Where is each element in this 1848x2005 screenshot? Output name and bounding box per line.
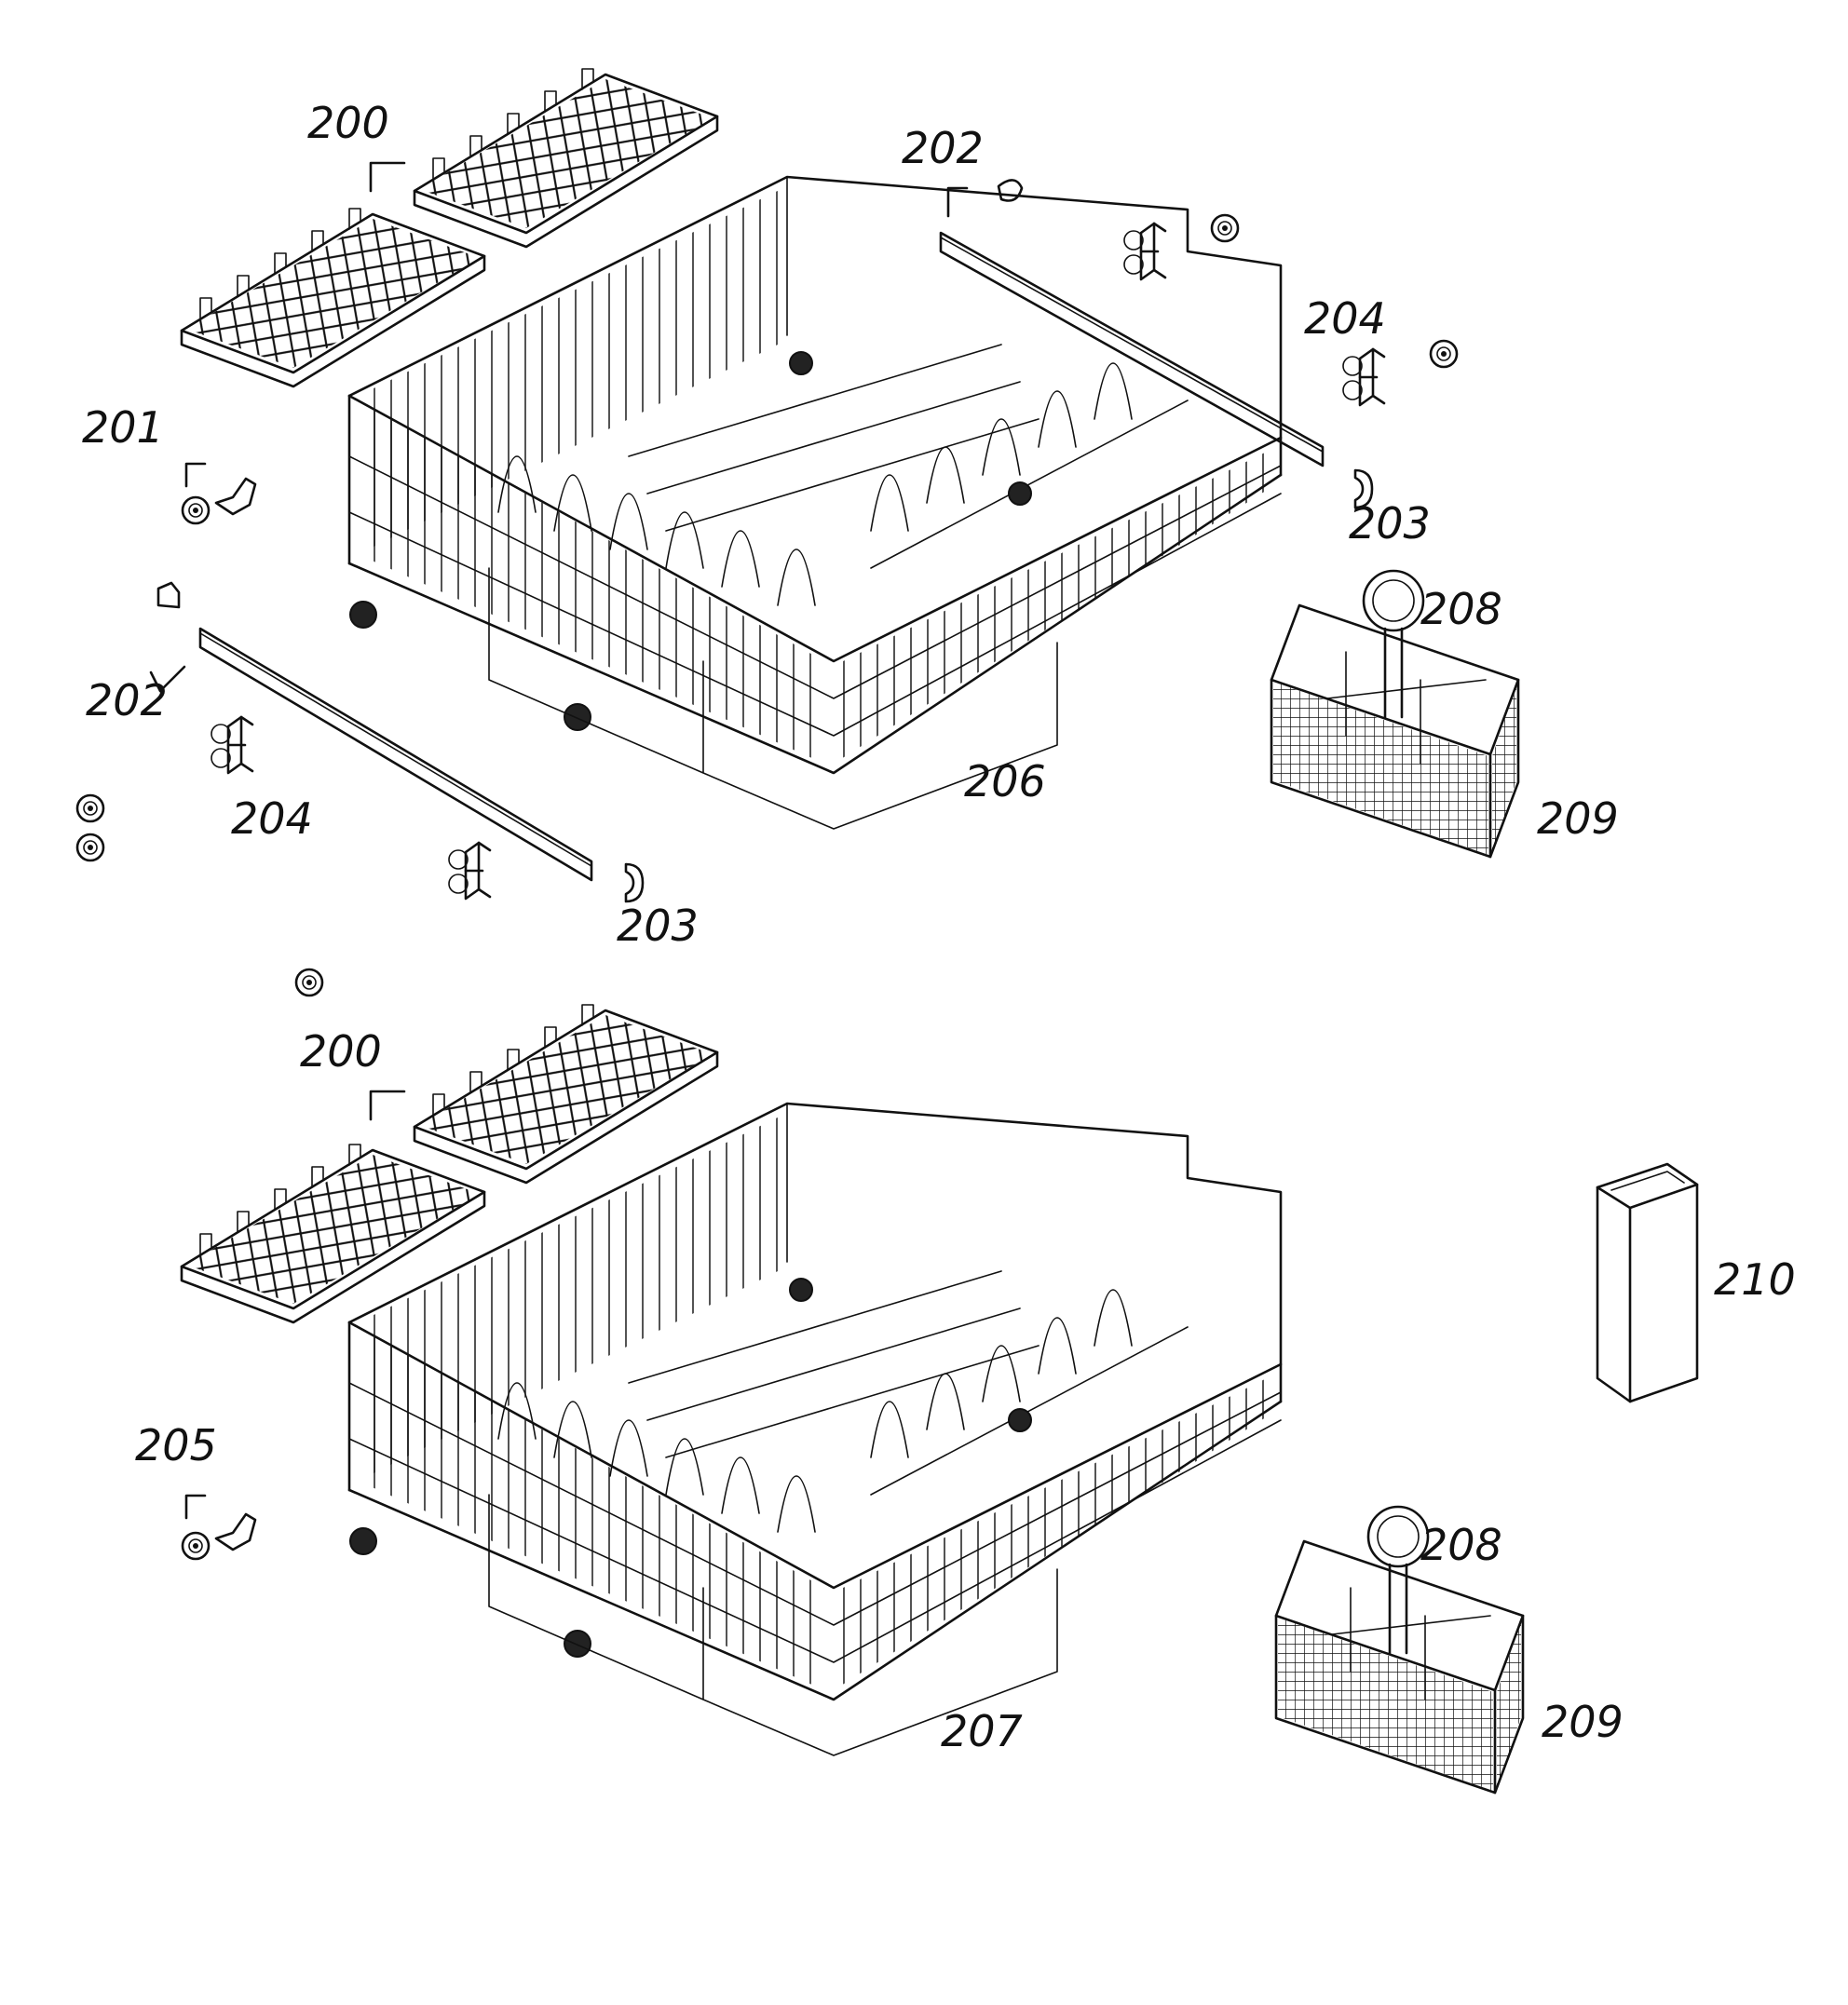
roller-wheel (75, 793, 105, 823)
lower-rack-assembly (180, 1003, 1699, 1795)
label-203-right: 203 (1349, 498, 1431, 549)
end-cap-203a (1353, 468, 1374, 509)
mesh-tray-right (413, 1003, 719, 1185)
label-202-upper: 202 (902, 123, 984, 173)
roller-wheel (1429, 339, 1459, 369)
label-201: 201 (82, 402, 164, 453)
leader-mark (946, 186, 969, 218)
label-209-lower: 209 (1542, 1697, 1624, 1747)
label-208-lower: 208 (1420, 1520, 1502, 1570)
roller-wheel (75, 833, 105, 862)
label-208-upper: 208 (1420, 584, 1502, 634)
label-202-lower: 202 (86, 675, 168, 725)
label-200-upper: 200 (307, 98, 389, 148)
dish-rack-207 (347, 1102, 1283, 1757)
mesh-tray-right (413, 67, 719, 249)
leader-mark (369, 161, 406, 193)
label-204-left: 204 (231, 793, 313, 844)
end-cap-203b (624, 862, 645, 903)
label-209-upper: 209 (1537, 793, 1619, 844)
roller-wheel (294, 968, 324, 997)
leader-mark (184, 1494, 207, 1520)
rail-bracket-204a (1122, 222, 1167, 281)
label-203-left: 203 (617, 901, 699, 951)
rail-lower (198, 627, 593, 882)
rail-bracket-204d (447, 841, 492, 901)
label-207: 207 (941, 1706, 1023, 1756)
wheel-clip-201 (181, 477, 257, 525)
square-tube-210 (1596, 1162, 1699, 1403)
wheel-clip-205 (181, 1512, 257, 1561)
leader-mark (369, 1090, 406, 1121)
leader-mark (184, 462, 207, 488)
label-204-right: 204 (1304, 293, 1386, 344)
rail-bracket-204c (210, 715, 254, 775)
label-206: 206 (964, 756, 1046, 806)
rail-upper (939, 231, 1325, 467)
rail-bracket-204b (1341, 347, 1386, 407)
stop-part-202b (156, 581, 181, 609)
label-200-lower: 200 (300, 1026, 382, 1077)
upper-rack-assembly (75, 67, 1520, 997)
label-210: 210 (1714, 1254, 1796, 1305)
stop-part-202a (997, 179, 1024, 202)
label-205: 205 (135, 1420, 217, 1470)
leader-mark (149, 665, 186, 693)
roller-wheel (1210, 213, 1240, 243)
